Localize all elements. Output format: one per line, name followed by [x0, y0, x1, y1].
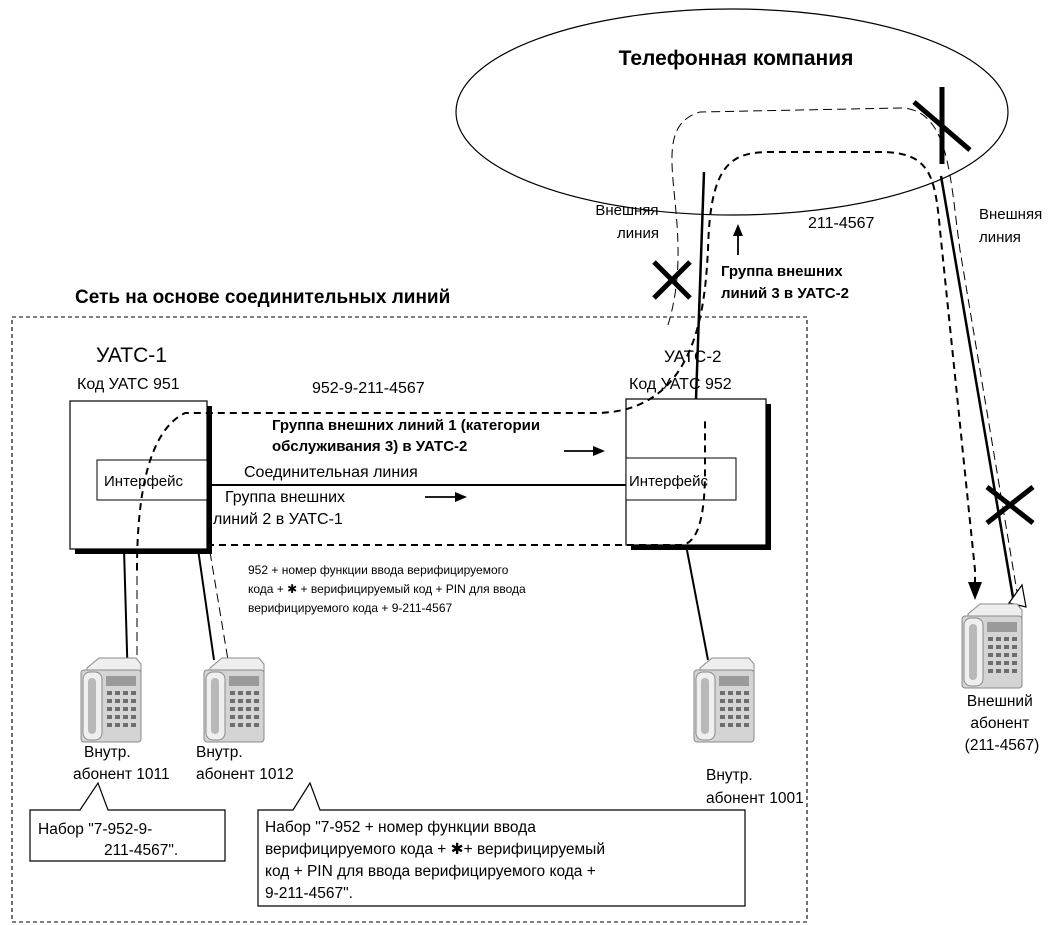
pbx1-interface-box	[96, 459, 208, 501]
network-title: Сеть на основе соединительных линий	[75, 287, 450, 308]
sent-digits-label: 952 + номер функции ввода верифицируемог…	[248, 563, 529, 615]
route-dashed-bold-return	[207, 420, 706, 546]
number-211-label: 211-4567	[808, 215, 875, 232]
dial-route-label: 952-9-211-4567	[312, 380, 425, 397]
pbx2-code: Код УАТС 952	[629, 376, 732, 393]
outside-external-line	[939, 175, 1018, 616]
desk-phone-icon	[80, 657, 142, 743]
pbx1-code: Код УАТС 951	[77, 376, 180, 393]
desk-phone-icon	[693, 657, 755, 743]
ext1011-label: Внутр. абонент 1011	[73, 744, 170, 783]
ext1001-wire	[685, 544, 709, 661]
dial-callout-1012-text: Набор "7-952 + номер функции ввода вериф…	[265, 819, 609, 902]
direction-arrow-icon	[425, 492, 467, 502]
blocked-x-icon	[652, 260, 692, 300]
direction-arrow-icon	[564, 446, 605, 456]
pbx2-interface-box	[625, 457, 737, 501]
telco-label: Телефонная компания	[619, 47, 854, 70]
pbx2-interface-label: Интерфейс	[629, 473, 709, 490]
telco-cloud	[455, 8, 1009, 216]
ext1012-label: Внутр. абонент 1012	[196, 744, 294, 783]
blocked-x-icon	[912, 87, 972, 164]
dial-callout-1012	[257, 781, 746, 907]
desk-phone-icon	[203, 657, 265, 743]
dial-callout-1011-text: Набор "7-952-9- 211-4567".	[38, 821, 178, 859]
tie-line-label: Соединительная линия	[244, 464, 418, 481]
ext1001-label: Внутр. абонент 1001	[706, 767, 804, 807]
trunk-group3-label: Группа внешних линий 3 в УАТС-2	[721, 263, 849, 302]
ext1012-dashed-wire	[209, 551, 229, 661]
route-dashed-bold	[136, 151, 976, 585]
pbx2-name: УАТС-2	[664, 347, 721, 366]
outside-party-label: Внешний абонент (211-4567)	[965, 693, 1040, 754]
blocked-x-icon	[985, 485, 1035, 525]
direction-arrow-icon	[733, 224, 743, 255]
trunk-group1-label: Группа внешних линий 1 (категории обслуж…	[272, 417, 544, 455]
ext1012-wire	[197, 548, 215, 661]
dial-callout-1011	[29, 781, 226, 862]
pbx1-name: УАТС-1	[96, 344, 167, 367]
external-line-left-label: Внешняя линия	[595, 202, 662, 242]
route-dashed-thin	[667, 107, 1023, 619]
route-arrowhead-icon	[968, 582, 982, 600]
pbx2-external-line	[694, 171, 706, 400]
trunk-group2-label: Группа внешних линий 2 в УАТС-1	[213, 489, 349, 528]
external-line-right-label: Внешняя линия	[979, 206, 1046, 246]
desk-phone-icon	[961, 603, 1023, 689]
